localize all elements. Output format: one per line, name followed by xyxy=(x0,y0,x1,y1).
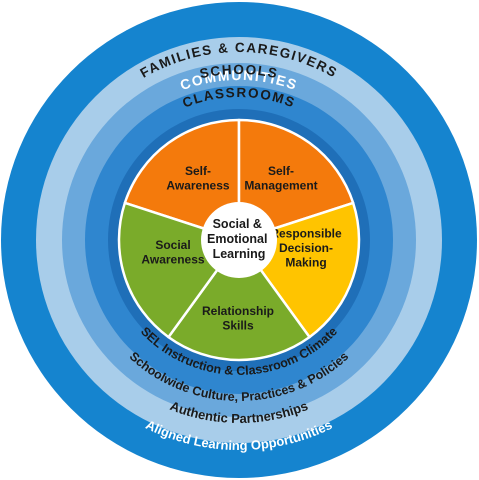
segment-label-line: Awareness xyxy=(141,252,204,266)
segment-label-line: Management xyxy=(244,178,317,192)
segment-label-self-management: Self-Management xyxy=(244,164,317,193)
segment-label-line: Relationship xyxy=(202,304,274,318)
segment-label-line: Decision- xyxy=(279,241,333,255)
segment-label-line: Self- xyxy=(185,164,211,178)
segment-label-line: Responsible xyxy=(270,227,342,241)
segment-label-line: Awareness xyxy=(166,178,229,192)
segment-label-line: Social xyxy=(155,238,190,252)
center-label-line: Learning xyxy=(213,247,266,261)
center-circle xyxy=(201,202,277,278)
segment-label-line: Making xyxy=(285,256,326,270)
center-label: Social & Emotional Learning xyxy=(207,217,271,261)
segment-label-self-awareness: Self-Awareness xyxy=(166,164,229,193)
center-label-line: Emotional xyxy=(207,232,267,246)
segment-label-line: Self- xyxy=(268,164,294,178)
segment-self-awareness xyxy=(123,118,241,242)
center-label-line: Social & xyxy=(213,217,262,231)
segment-label-line: Skills xyxy=(222,318,254,332)
segment-relationship-skills xyxy=(167,238,311,362)
segment-self-management xyxy=(237,118,355,242)
